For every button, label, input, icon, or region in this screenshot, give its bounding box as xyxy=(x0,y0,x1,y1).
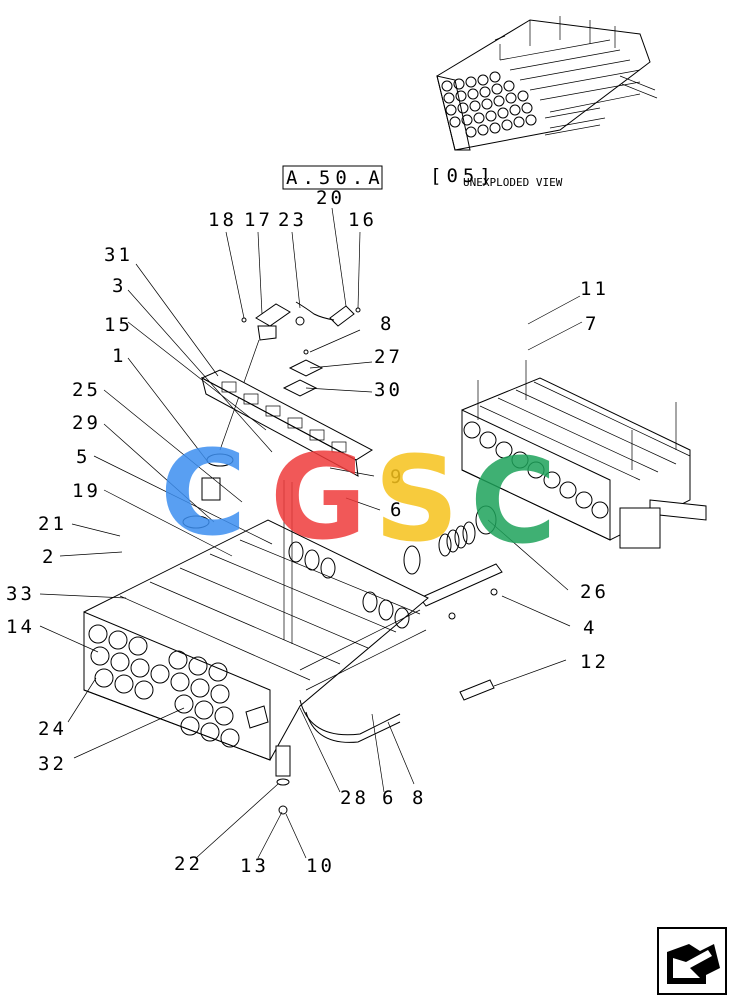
pin-12 xyxy=(459,679,495,701)
cgsc-watermark: C G S C xyxy=(160,424,557,570)
bolt-stack xyxy=(275,745,291,815)
callout-5: 5 xyxy=(76,446,90,468)
callout-14: 14 xyxy=(6,616,35,638)
callout-31: 31 xyxy=(104,244,133,266)
chamber-body xyxy=(83,480,429,761)
watermark-letter-c2: C xyxy=(470,432,557,570)
callout-6-upper: 6 xyxy=(390,499,404,521)
spring-26 xyxy=(403,505,497,575)
callout-33: 33 xyxy=(6,583,35,605)
part-callouts: 20 18 17 23 16 31 3 15 1 25 29 5 19 21 2… xyxy=(6,187,609,877)
leader-lines xyxy=(39,207,583,859)
callout-13: 13 xyxy=(240,855,269,877)
callout-7: 7 xyxy=(585,313,599,335)
plate-27-30 xyxy=(282,349,324,397)
upper-rail-31 xyxy=(200,369,374,477)
callout-11: 11 xyxy=(580,278,609,300)
main-assembly xyxy=(83,301,707,815)
right-frame xyxy=(461,360,707,549)
unexploded-thumbnail xyxy=(436,16,658,151)
callout-8-upper: 8 xyxy=(380,313,394,335)
callout-28: 28 xyxy=(340,787,369,809)
callout-1: 1 xyxy=(112,345,126,367)
shaft-4 xyxy=(419,563,503,620)
callout-6-lower: 6 xyxy=(382,787,396,809)
callout-24: 24 xyxy=(38,718,67,740)
arrow-nav-icon[interactable] xyxy=(657,927,727,995)
callout-27: 27 xyxy=(374,346,403,368)
callout-19: 19 xyxy=(72,480,101,502)
callout-15: 15 xyxy=(104,314,133,336)
watermark-letter-c1: C xyxy=(160,424,247,562)
bushings xyxy=(182,453,234,529)
callout-18: 18 xyxy=(208,209,237,231)
watermark-letter-s: S xyxy=(374,430,459,568)
callout-16: 16 xyxy=(348,209,377,231)
callout-3: 3 xyxy=(112,275,126,297)
callout-20: 20 xyxy=(316,187,345,209)
view-label: UNEXPLODED VIEW xyxy=(463,176,563,189)
section-header: A.50.A [05] UNEXPLODED VIEW xyxy=(282,165,563,190)
callout-32: 32 xyxy=(38,753,67,775)
watermark-letter-g: G xyxy=(270,428,367,566)
callout-9: 9 xyxy=(390,466,404,488)
ref-code: A.50.A xyxy=(286,167,385,189)
callout-4: 4 xyxy=(583,617,597,639)
callout-8-lower: 8 xyxy=(412,787,426,809)
callout-23: 23 xyxy=(278,209,307,231)
callout-30: 30 xyxy=(374,379,403,401)
callout-25: 25 xyxy=(72,379,101,401)
callout-22: 22 xyxy=(174,853,203,875)
top-bracket-parts xyxy=(219,301,361,451)
callout-17: 17 xyxy=(244,209,273,231)
callout-26: 26 xyxy=(580,581,609,603)
callout-10: 10 xyxy=(306,855,335,877)
section-number: [05] xyxy=(430,165,496,187)
callout-12: 12 xyxy=(580,651,609,673)
callout-21: 21 xyxy=(38,513,67,535)
callout-2: 2 xyxy=(42,546,56,568)
callout-29: 29 xyxy=(72,412,101,434)
